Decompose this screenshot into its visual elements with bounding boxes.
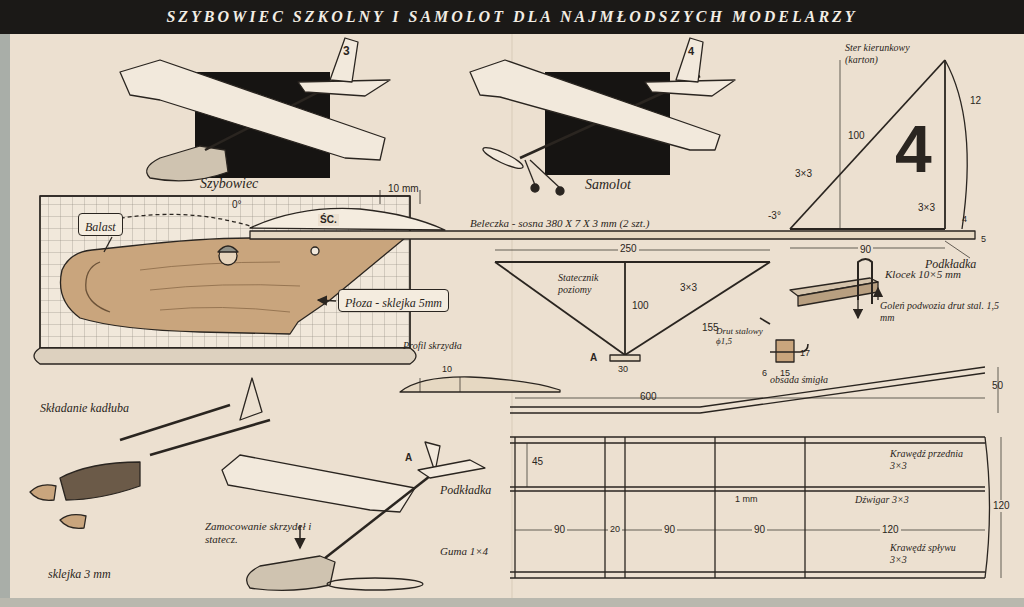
part-label: sklejka 3 mm [48, 568, 111, 582]
part-label: Goleń podwozia drut stal. 1,5 mm [880, 300, 1010, 323]
title: SZYBOWIEC SZKOLNY I SAMOLOT DLA NAJMŁODS… [0, 0, 1024, 34]
dimension-label: A [590, 352, 597, 364]
dimension-label: 90 [858, 244, 873, 256]
part-label: Krawędź przednia 3×3 [890, 448, 970, 471]
dimension-label: 17 [800, 348, 810, 358]
callout-text: Płoza - sklejka 5mm [345, 296, 442, 311]
dimension-label: 30 [618, 364, 628, 374]
dimension-label: 5 [981, 234, 986, 244]
dimension-label: 90 [752, 524, 767, 536]
dimension-label: 4 [688, 45, 694, 58]
dimension-label: 45 [530, 456, 545, 468]
dimension-label: 10 mm [388, 183, 419, 195]
callout-box: Płoza - sklejka 5mm [338, 289, 449, 312]
part-label: Dźwigar 3×3 [855, 494, 909, 506]
dimension-label: 600 [640, 391, 657, 403]
dimension-label: 0° [232, 199, 242, 211]
dimension-label: -3° [768, 210, 781, 222]
part-label: Samolot [585, 177, 631, 193]
dimension-label: 6 [762, 368, 767, 378]
part-label: Składanie kadłuba [40, 402, 129, 416]
callout-box: Balast [78, 213, 123, 236]
part-label: Statecznik poziomy [558, 272, 618, 295]
part-label: Beleczka - sosna 380 X 7 X 3 mm (2 szt.) [470, 217, 649, 230]
dimension-label: 250 [618, 243, 639, 255]
dimension-label: 20 [608, 524, 622, 534]
dimension-label: 12 [970, 95, 981, 107]
part-label: Klocek 10×5 mm [885, 268, 961, 281]
dimension-label: ŚC. [318, 214, 339, 226]
dimension-label: 3 [343, 45, 350, 59]
part-label: Zamocowanie skrzydeł i statecz. [205, 520, 330, 545]
dimension-label: 4 [895, 116, 932, 182]
part-label: Profil skrzydła [403, 340, 463, 352]
dimension-label: 90 [552, 524, 567, 536]
part-label: Krawędź spływu 3×3 [890, 542, 970, 565]
dimension-label: 3×3 [795, 168, 812, 180]
callout-text: Balast [85, 220, 116, 235]
dimension-label: 100 [632, 300, 649, 312]
part-label: obsada śmigła [770, 374, 828, 386]
dimension-label: 10 [442, 364, 452, 374]
dimension-label: A [405, 452, 412, 464]
dimension-label: 3×3 [918, 202, 935, 214]
dimension-label: 3×3 [680, 282, 697, 294]
part-label: Podkładka [440, 484, 491, 498]
part-label: Guma 1×4 [440, 545, 488, 558]
part-label: Drut stalowy ϕ1,5 [716, 326, 764, 347]
dimension-label: 120 [991, 500, 1012, 512]
part-label: Ster kierunkowy (karton) [845, 42, 930, 65]
dimension-label: 90 [662, 524, 677, 536]
dimension-label: 50 [992, 380, 1003, 392]
dimension-label: 120 [880, 524, 901, 536]
part-label: Szybowiec [200, 176, 258, 192]
dimension-label: 4 [962, 214, 967, 224]
dimension-label: 100 [848, 130, 865, 142]
dimension-label: 1 mm [735, 494, 758, 504]
